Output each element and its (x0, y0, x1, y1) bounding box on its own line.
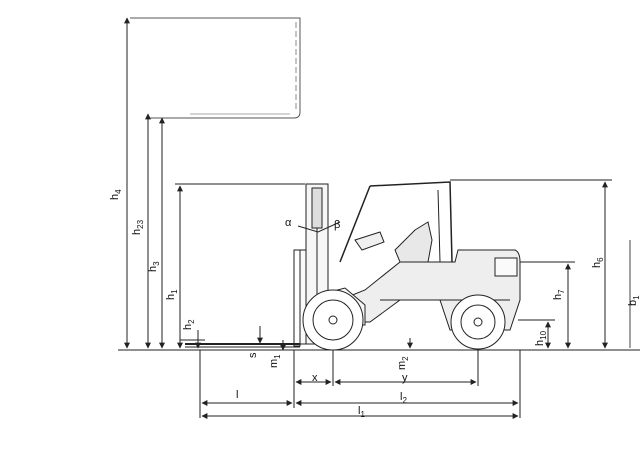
label-l2: l2 (400, 391, 407, 405)
extended-mast-outline (130, 17, 301, 119)
label-h4: h4 (109, 189, 123, 200)
label-h10: h10 (534, 330, 548, 346)
label-m2: m2 (396, 356, 410, 370)
forks (185, 249, 301, 348)
label-h23: h23 (131, 219, 145, 235)
label-b1: b1 (627, 295, 640, 306)
label-h1: h1 (165, 289, 179, 300)
label-m1: m1 (268, 354, 282, 368)
label-alpha: α (285, 217, 292, 229)
overhead-guard (339, 181, 453, 263)
label-h3: h3 (147, 261, 161, 272)
label-x: x (312, 372, 318, 384)
label-l: l (236, 389, 238, 401)
rear-wheel (450, 294, 506, 350)
label-y: y (402, 372, 408, 384)
label-s: s (247, 352, 259, 358)
label-h6: h6 (591, 257, 605, 268)
label-h2: h2 (182, 319, 196, 330)
operator-seat (354, 221, 433, 263)
label-beta: β (334, 219, 340, 231)
label-h7: h7 (552, 289, 566, 300)
label-l1: l1 (358, 405, 365, 419)
front-wheel (302, 289, 364, 351)
